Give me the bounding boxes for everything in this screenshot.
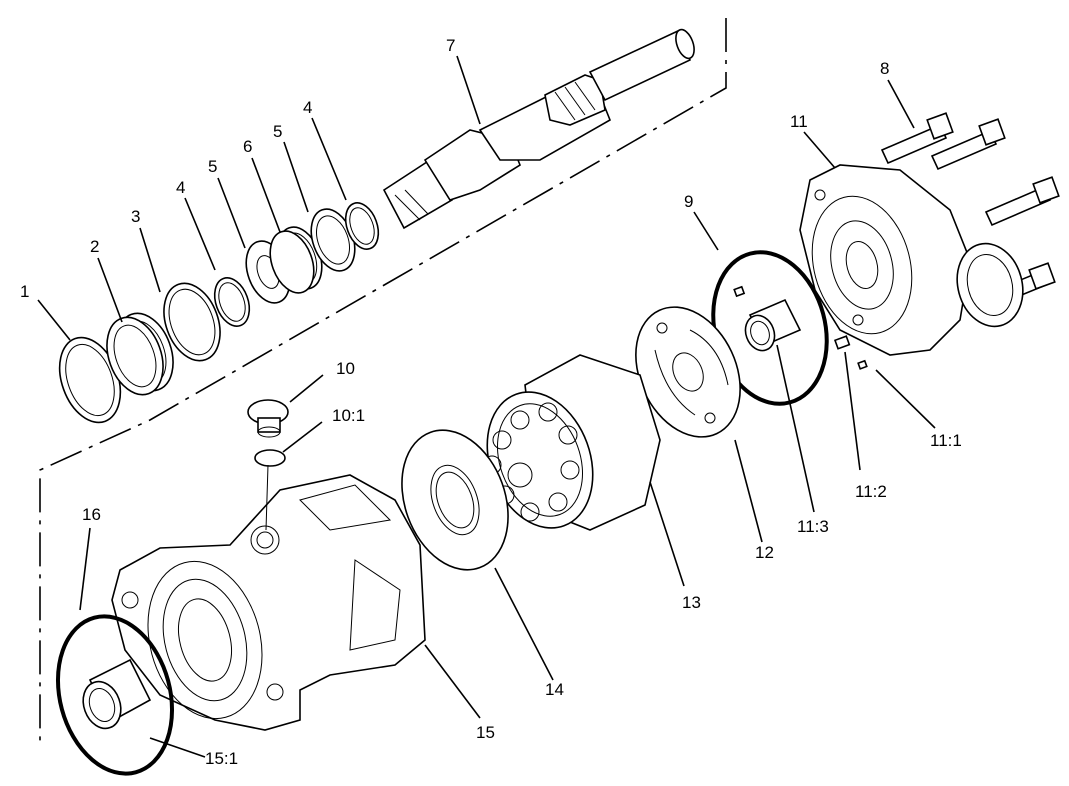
part-3-washer <box>163 282 221 362</box>
part-15-housing <box>111 474 426 731</box>
callout-14: 14 <box>545 680 564 699</box>
callout-16: 16 <box>82 505 101 524</box>
callout-15-1: 15:1 <box>205 749 238 768</box>
callout-5-b: 5 <box>273 122 282 141</box>
callout-1: 1 <box>20 282 29 301</box>
leader-lines <box>37 55 936 758</box>
part-11-end-cover <box>799 164 1024 356</box>
callout-11-2: 11:2 <box>855 482 887 501</box>
callout-labels: 1 2 3 4 5 6 5 4 7 8 9 10 10:1 11 11:1 11… <box>20 36 962 768</box>
part-5-washer-b <box>310 208 356 272</box>
callout-11-3: 11:3 <box>797 517 829 536</box>
part-2-ring <box>106 312 174 396</box>
part-15-1-needle-bearing <box>82 658 152 730</box>
part-16-highlight-circle <box>55 614 175 776</box>
center-lines <box>39 18 727 745</box>
part-14-thrust-plate <box>401 429 509 571</box>
part-11-1-pin <box>857 359 868 370</box>
part-10-1-o-ring <box>254 449 286 531</box>
callout-11-1: 11:1 <box>930 431 962 450</box>
callout-7: 7 <box>446 36 455 55</box>
part-11-3-needle-bearing <box>733 285 802 352</box>
part-8-bolts <box>880 112 1060 305</box>
callout-13: 13 <box>682 593 701 612</box>
callout-15: 15 <box>476 723 495 742</box>
part-11-2-pin <box>833 335 851 350</box>
part-13-cylinder-block <box>482 354 661 531</box>
part-4-retaining-ring-b <box>344 202 380 250</box>
part-1-snap-ring <box>58 336 122 424</box>
callout-10-1: 10:1 <box>332 406 365 425</box>
callout-4-a: 4 <box>176 178 185 197</box>
callout-5-a: 5 <box>208 157 217 176</box>
callout-12: 12 <box>755 543 774 562</box>
callout-4-b: 4 <box>303 98 312 117</box>
callout-2: 2 <box>90 237 99 256</box>
callout-11: 11 <box>790 112 808 131</box>
callout-3: 3 <box>131 207 140 226</box>
callout-10: 10 <box>336 359 355 378</box>
callout-6: 6 <box>243 137 252 156</box>
part-10-plug <box>247 399 289 438</box>
part-7-drive-shaft <box>382 28 695 230</box>
part-4-retaining-ring-a <box>213 277 251 327</box>
callout-8: 8 <box>880 59 889 78</box>
callout-9: 9 <box>684 192 693 211</box>
